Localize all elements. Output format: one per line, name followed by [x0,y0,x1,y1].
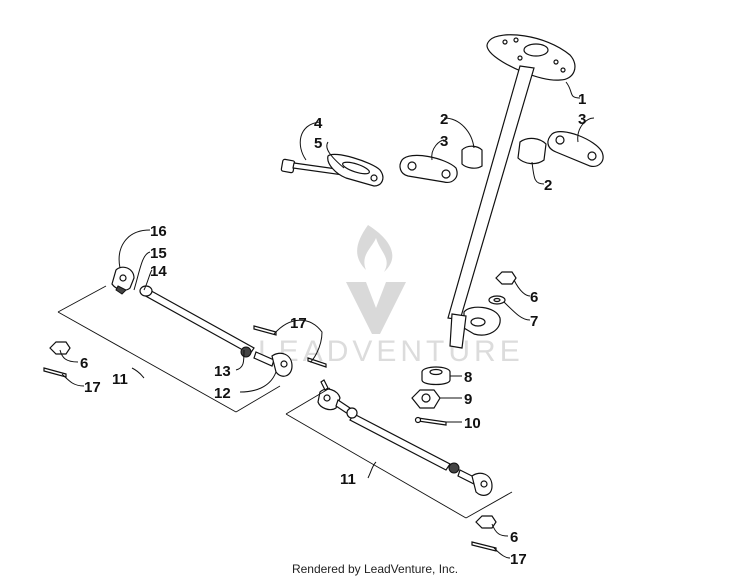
callout-6-left: 6 [80,355,88,372]
callout-10: 10 [464,415,481,432]
lock-nut-upper [495,271,517,285]
callout-17-right: 17 [510,551,527,568]
lock-plate [327,153,384,187]
callout-4: 4 [314,115,323,132]
callout-8: 8 [464,369,472,386]
watermark-text: LEADVENTURE [258,335,524,368]
footer-credit: Rendered by LeadVenture, Inc. [291,562,459,576]
bearing-housing-right [547,131,604,167]
cotter-pin-left [43,367,67,378]
callout-6-right: 6 [510,529,518,546]
leader-lines [59,81,595,559]
cotter-pin-left-rod [253,325,277,336]
callout-3-left: 3 [440,133,448,150]
callout-14: 14 [150,263,167,280]
bushing-left [461,145,483,169]
castle-nut [411,389,441,409]
steering-post [447,34,576,349]
callout-5: 5 [314,135,322,152]
washer [488,295,506,305]
tie-rod-right [285,387,513,519]
callout-11-right: 11 [340,471,356,488]
tie-rod-left [57,266,293,413]
lock-nut-right [475,515,497,529]
bushing-right [517,137,547,165]
leadventure-watermark-logo [346,225,406,334]
bearing-housing-left [399,154,458,183]
callout-6-upper: 6 [530,289,538,306]
callout-11-left: 11 [112,371,128,388]
callout-17-left: 17 [84,379,101,396]
callout-12: 12 [214,385,231,402]
cotter-pin-right-end [320,379,329,391]
tie-rod-right-frame [285,387,331,415]
callout-2-left: 2 [440,111,448,128]
bearing [421,366,451,386]
callout-7: 7 [530,313,538,330]
cotter-pin [414,416,447,426]
callout-labels: 1 2 3 3 2 4 5 6 7 8 9 10 16 15 14 17 13 … [80,91,586,568]
tie-rod-left-frame [57,285,107,313]
lock-nut-left [49,341,71,355]
callout-3-right: 3 [578,111,586,128]
callout-9: 9 [464,391,472,408]
callout-17-upper: 17 [290,315,307,332]
callout-2-right: 2 [544,177,552,194]
cotter-pin-right [471,541,497,552]
callout-13: 13 [214,363,231,380]
callout-1: 1 [578,91,586,108]
callout-15: 15 [150,245,167,262]
callout-16: 16 [150,223,167,240]
